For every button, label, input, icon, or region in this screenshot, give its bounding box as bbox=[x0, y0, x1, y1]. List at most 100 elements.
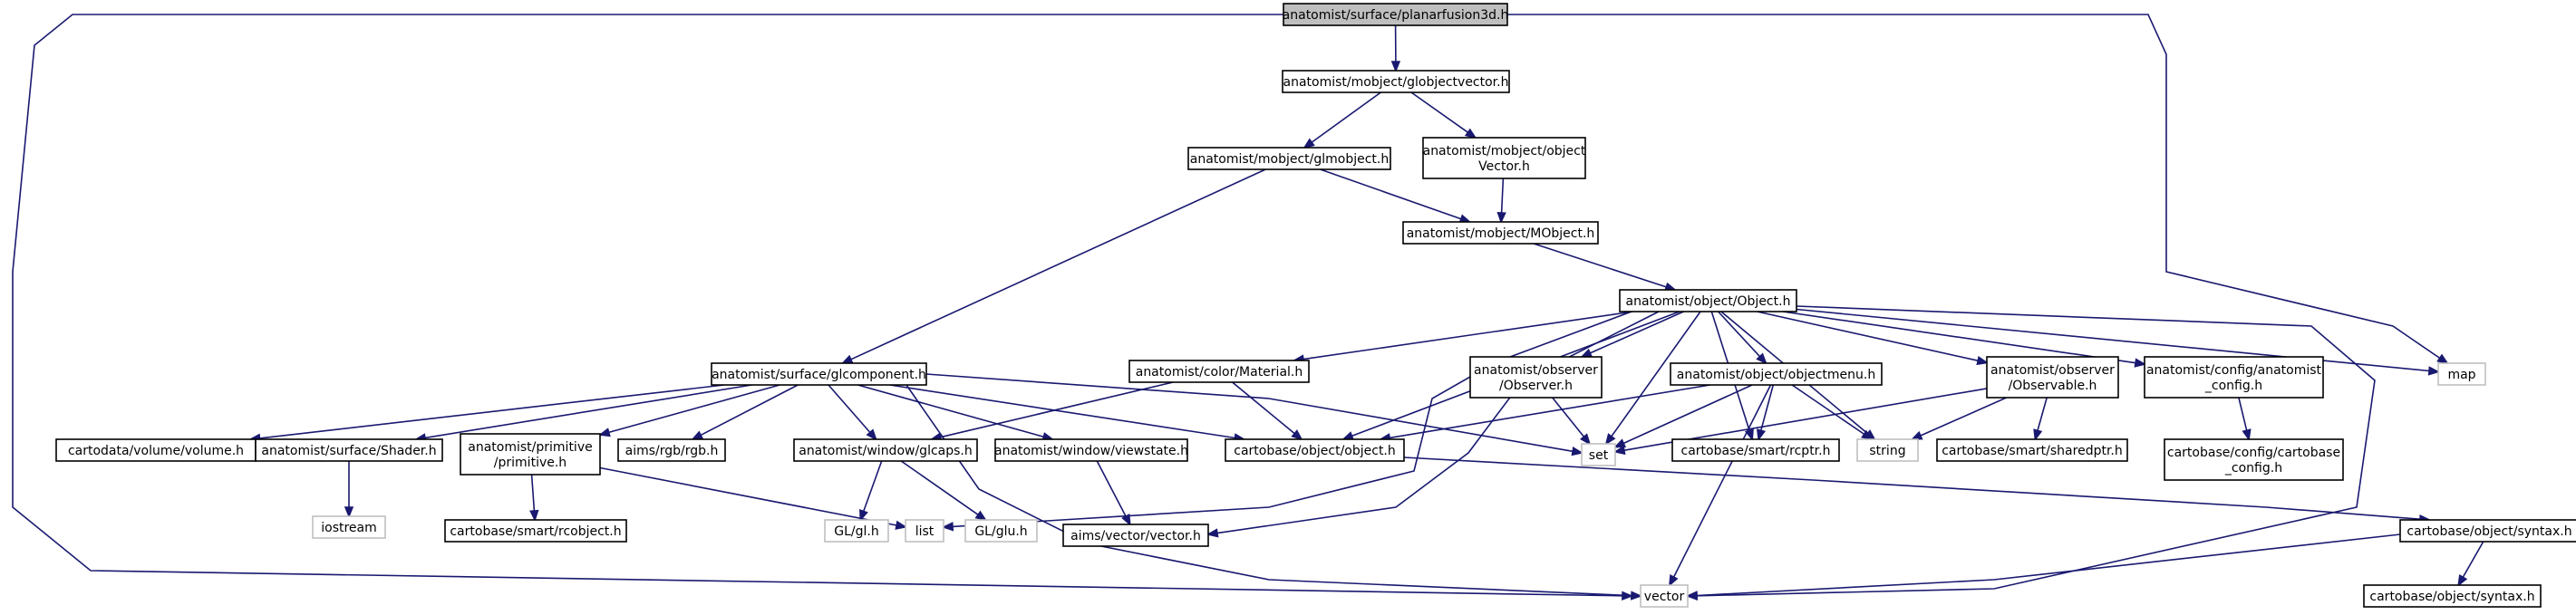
node-box bbox=[2144, 356, 2324, 399]
node-rgb[interactable]: aims/rgb/rgb.h bbox=[617, 438, 726, 462]
edge-object-to-material bbox=[1303, 311, 1633, 360]
node-sharedptr[interactable]: cartobase/smart/sharedptr.h bbox=[1936, 438, 2128, 462]
arrowhead-objectvector-to-mobject bbox=[1496, 211, 1506, 225]
node-list: list bbox=[905, 519, 944, 543]
node-box bbox=[2437, 362, 2486, 386]
node-volume[interactable]: cartodata/volume/volume.h bbox=[55, 438, 257, 462]
node-layer: anatomist/surface/planarfusion3d.h anatom… bbox=[55, 3, 2576, 608]
edge-anatomist_config-to-cartobase_config bbox=[2238, 397, 2248, 431]
node-label: Vector.h bbox=[1478, 159, 1530, 174]
edge-cartobase_object-to-syntax_h bbox=[1403, 456, 2421, 520]
node-box bbox=[905, 519, 944, 543]
arrowhead-objectmenu-to-set bbox=[1613, 438, 1627, 448]
node-observer[interactable]: anatomist/observer/Observer.h bbox=[1469, 356, 1603, 399]
arrowhead-object-to-aims_vector bbox=[1206, 528, 1219, 538]
edge-primitive-to-rcobject bbox=[530, 474, 536, 512]
node-label: list bbox=[915, 524, 935, 539]
node-iostream: iostream bbox=[312, 515, 386, 539]
node-mobject[interactable]: anatomist/mobject/MObject.h bbox=[1402, 221, 1599, 245]
node-cartobase-config[interactable]: cartobase/config/cartobase_config.h bbox=[2164, 438, 2344, 481]
edge-objectmenu-to-cartobase_object bbox=[1389, 384, 1710, 439]
node-anatomist-config[interactable]: anatomist/config/anatomist_config.h bbox=[2144, 356, 2324, 399]
node-primitive[interactable]: anatomist/primitive/primitive.h bbox=[460, 433, 601, 476]
node-shader[interactable]: anatomist/surface/Shader.h bbox=[255, 438, 443, 462]
arrowhead-glcomponent-to-vector bbox=[1630, 591, 1643, 601]
node-label: anatomist/config/anatomist bbox=[2146, 363, 2322, 378]
edge-syntax_h-to-vector bbox=[1696, 533, 2401, 597]
node-rcobject[interactable]: cartobase/smart/rcobject.h bbox=[444, 519, 627, 543]
node-viewstate[interactable]: anatomist/window/viewstate.h bbox=[994, 438, 1188, 462]
edge-viewstate-to-aims_vector bbox=[1096, 460, 1127, 517]
node-syntax-h2[interactable]: cartobase/object/syntax.h bbox=[2363, 584, 2542, 608]
arrowhead-glcaps-to-glu bbox=[974, 510, 988, 522]
arrowhead-glmobject-to-glcomponent bbox=[840, 354, 854, 364]
node-box bbox=[1128, 360, 1310, 383]
node-glmobject[interactable]: anatomist/mobject/glmobject.h bbox=[1187, 147, 1391, 170]
arrowhead-object-to-list bbox=[941, 522, 954, 532]
node-set: set bbox=[1581, 443, 1616, 466]
arrowhead-primitive-to-list bbox=[895, 520, 908, 530]
node-observable[interactable]: anatomist/observer/Observable.h bbox=[1986, 356, 2119, 399]
node-box bbox=[1670, 362, 1883, 386]
node-object[interactable]: anatomist/object/Object.h bbox=[1619, 289, 1797, 312]
node-label: anatomist/observer bbox=[1474, 363, 1598, 378]
node-material[interactable]: anatomist/color/Material.h bbox=[1128, 360, 1310, 383]
node-label: anatomist/color/Material.h bbox=[1136, 365, 1303, 380]
node-box bbox=[1062, 524, 1209, 547]
node-glcomponent[interactable]: anatomist/surface/glcomponent.h bbox=[711, 362, 927, 386]
node-box bbox=[1671, 438, 1840, 462]
node-rcptr[interactable]: cartobase/smart/rcptr.h bbox=[1671, 438, 1840, 462]
node-glcaps[interactable]: anatomist/window/glcaps.h bbox=[793, 438, 978, 462]
node-box bbox=[617, 438, 726, 462]
edge-glmobject-to-mobject bbox=[1320, 168, 1462, 220]
edge-objectvector-to-mobject bbox=[1500, 178, 1505, 214]
edge-glmobject-to-glcomponent bbox=[850, 168, 1266, 360]
node-box bbox=[711, 362, 927, 386]
node-objectmenu[interactable]: anatomist/object/objectmenu.h bbox=[1670, 362, 1883, 386]
node-globjectvector[interactable]: anatomist/mobject/globjectvector.h bbox=[1282, 70, 1510, 93]
arrowhead-glcomponent-to-glcaps bbox=[866, 428, 877, 441]
node-label: iostream bbox=[321, 521, 377, 535]
edge-glcomponent-to-glcaps bbox=[828, 384, 871, 434]
arrowhead-glcomponent-to-rgb bbox=[691, 430, 704, 440]
node-label: anatomist/observer bbox=[1990, 363, 2115, 378]
node-label: cartobase/object/syntax.h bbox=[2407, 524, 2571, 539]
node-label: anatomist/mobject/MObject.h bbox=[1407, 226, 1595, 241]
edge-glcomponent-to-rgb bbox=[700, 384, 799, 437]
node-box bbox=[1640, 584, 1689, 608]
node-label: anatomist/mobject/glmobject.h bbox=[1190, 152, 1390, 167]
edge-material-to-cartobase_object bbox=[1232, 381, 1295, 435]
edge-planarfusion-to-vector bbox=[12, 14, 1623, 597]
node-box bbox=[1469, 356, 1603, 399]
node-syntax-h[interactable]: cartobase/object/syntax.h bbox=[2399, 519, 2576, 543]
node-label: _config.h bbox=[2204, 379, 2262, 393]
edge-objectmenu-to-set bbox=[1622, 384, 1753, 445]
edge-object-to-vector bbox=[1696, 305, 2376, 597]
edge-glcomponent-to-volume bbox=[259, 384, 725, 439]
arrowhead-object-to-cartobase_object bbox=[1341, 431, 1354, 441]
arrowhead-primitive-to-rcobject bbox=[529, 509, 539, 523]
edge-glcomponent-to-viewstate bbox=[857, 384, 1044, 438]
node-label: anatomist/surface/Shader.h bbox=[261, 444, 436, 458]
arrowhead-glcaps-to-gl bbox=[859, 509, 868, 523]
edge-objectmenu-to-rcptr bbox=[1760, 384, 1775, 431]
node-label: aims/vector/vector.h bbox=[1070, 529, 1201, 543]
node-label: cartobase/smart/sharedptr.h bbox=[1942, 444, 2123, 458]
node-label: set bbox=[1589, 448, 1609, 463]
edge-primitive-to-list bbox=[599, 466, 897, 526]
node-planarfusion[interactable]: anatomist/surface/planarfusion3d.h bbox=[1283, 3, 1509, 26]
arrowhead-glcomponent-to-primitive bbox=[597, 428, 611, 437]
node-box bbox=[1225, 438, 1405, 462]
edge-glcomponent-to-primitive bbox=[608, 384, 780, 434]
node-map: map bbox=[2437, 362, 2486, 386]
node-aims-vector[interactable]: aims/vector/vector.h bbox=[1062, 524, 1209, 547]
node-label: cartobase/object/syntax.h bbox=[2369, 590, 2534, 604]
node-cartobase-object[interactable]: cartobase/object/object.h bbox=[1225, 438, 1405, 462]
edge-syntax_h-to-syntax_h2 bbox=[2462, 541, 2484, 578]
node-box bbox=[1187, 147, 1391, 170]
edge-observable-to-sharedptr bbox=[2037, 397, 2048, 431]
node-label: /Observer.h bbox=[1499, 379, 1573, 393]
node-box bbox=[255, 438, 443, 462]
arrowhead-object-to-rcptr bbox=[1744, 428, 1754, 442]
